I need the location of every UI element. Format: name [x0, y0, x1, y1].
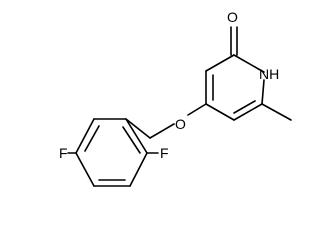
- bond-a5-a6: [129, 152, 148, 187]
- difluorophenyl-ring: [67, 118, 159, 187]
- bond-c9-c4: [205, 103, 235, 121]
- bond-a2-a3-inner: [84, 125, 100, 152]
- bond-c7-n: [261, 70, 265, 73]
- bond-ch2-aryl: [125, 118, 151, 139]
- bond-a3-a4: [75, 152, 95, 187]
- structure-drawing: O NH O F F: [59, 9, 292, 187]
- bond-c8-c9: [233, 103, 263, 121]
- ring-nitrogen-label: NH: [259, 66, 279, 82]
- chemical-structure: O NH O F F: [59, 9, 292, 187]
- bond-a6-a1: [125, 118, 148, 154]
- ether-linkage: [125, 103, 207, 139]
- fluorine-para-label: F: [59, 145, 68, 161]
- bond-c8-c9-inner: [233, 100, 256, 114]
- ether-oxygen-label: O: [175, 116, 186, 132]
- bond-o-ch2: [149, 123, 175, 139]
- bond-a6-a1-inner: [122, 126, 141, 154]
- bond-a2-a3: [75, 118, 95, 154]
- bond-c6-c7: [233, 54, 263, 72]
- bond-c4-o: [187, 103, 207, 116]
- carbonyl-oxygen-label: O: [227, 9, 238, 25]
- fluorine-ortho-label: F: [160, 145, 169, 161]
- pyridinone-ring: [205, 26, 292, 121]
- bond-n-c8: [261, 79, 265, 105]
- bond-c5-c6: [205, 54, 235, 72]
- bond-methyl: [261, 103, 292, 121]
